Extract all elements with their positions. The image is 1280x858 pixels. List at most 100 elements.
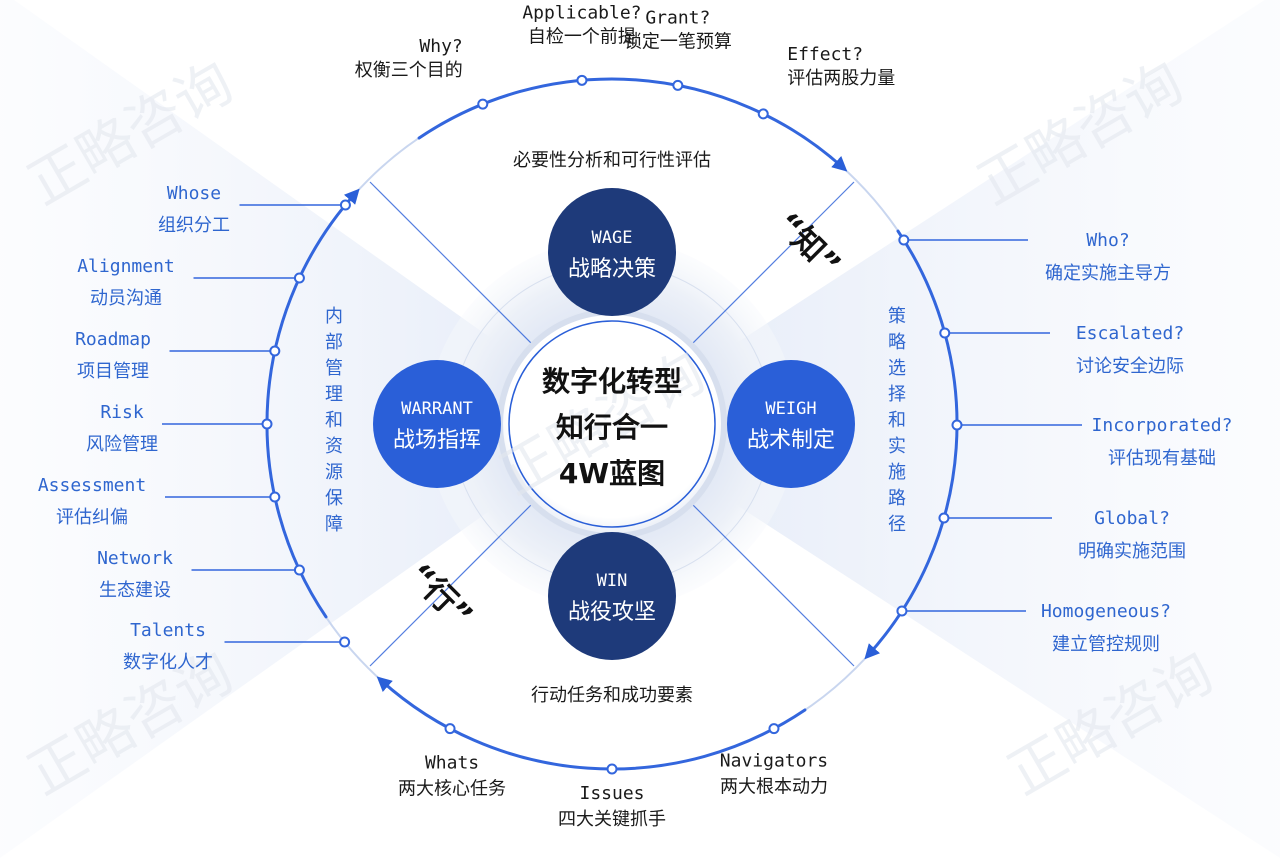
warrant-title: WARRANT — [401, 399, 473, 419]
top-item-2[interactable]: Grant? 锁定一笔预算 — [624, 7, 732, 52]
inner-label-top: 必要性分析和可行性评估 — [513, 150, 711, 171]
bottom-item-dot-1 — [606, 763, 618, 775]
quadrant-wage[interactable]: WAGE 战略决策 — [548, 188, 676, 316]
left-item-dot-6 — [339, 636, 351, 648]
top-item-dot-0 — [477, 98, 489, 110]
bottom-item-en-0: Whats — [425, 753, 479, 774]
center-line-2: 知行合一 — [556, 411, 668, 444]
right-item-4[interactable]: Homogeneous? 建立管控规则 — [906, 601, 1171, 655]
bottom-item-zh-2: 两大根本动力 — [720, 777, 828, 798]
right-item-en-2: Incorporated? — [1092, 415, 1233, 436]
bottom-item-dot-0 — [444, 723, 456, 735]
left-item-en-4: Assessment — [38, 475, 146, 496]
left-item-zh-5: 生态建设 — [99, 580, 171, 601]
quote-zhi: “知” — [769, 205, 848, 284]
quadrant-win[interactable]: WIN 战役攻坚 — [548, 532, 676, 660]
warrant-subtitle: 战场指挥 — [393, 428, 481, 453]
right-item-1[interactable]: Escalated? 讨论安全边际 — [949, 323, 1184, 377]
right-item-zh-3: 明确实施范围 — [1078, 541, 1186, 562]
top-item-0[interactable]: Why? 权衡三个目的 — [355, 36, 463, 81]
left-item-en-5: Network — [97, 548, 173, 569]
right-item-en-4: Homogeneous? — [1041, 601, 1171, 622]
center-line-3: 4W蓝图 — [559, 457, 665, 490]
top-item-3[interactable]: Effect? 评估两股力量 — [787, 44, 895, 89]
right-item-dot-3 — [938, 512, 950, 524]
quadrant-warrant[interactable]: WARRANT 战场指挥 — [373, 360, 501, 488]
right-item-3[interactable]: Global? 明确实施范围 — [948, 508, 1186, 562]
left-item-en-3: Risk — [100, 402, 144, 423]
core-ring — [508, 320, 716, 528]
right-item-dot-0 — [898, 234, 910, 246]
right-item-dot-1 — [939, 327, 951, 339]
top-item-dot-3 — [757, 108, 769, 120]
top-item-en-0: Why? — [419, 36, 462, 57]
top-item-zh-2: 锁定一笔预算 — [624, 31, 732, 52]
left-item-en-2: Roadmap — [75, 329, 151, 350]
bottom-item-2[interactable]: Navigators 两大根本动力 — [720, 751, 828, 798]
top-item-en-2: Grant? — [645, 7, 710, 28]
bottom-item-en-1: Issues — [579, 783, 644, 804]
top-item-1[interactable]: Applicable? 自检一个前提 — [522, 2, 641, 47]
bottom-item-zh-1: 四大关键抓手 — [558, 809, 666, 830]
bottom-item-zh-0: 两大核心任务 — [398, 779, 506, 800]
weigh-title: WEIGH — [765, 399, 816, 419]
right-wedge-shade — [612, 0, 1280, 858]
top-item-zh-0: 权衡三个目的 — [355, 60, 463, 81]
left-item-zh-1: 动员沟通 — [90, 288, 162, 309]
left-item-2[interactable]: Roadmap 项目管理 — [75, 329, 270, 382]
left-item-dot-5 — [293, 564, 305, 576]
top-item-dot-2 — [672, 79, 684, 91]
arc-top — [417, 77, 848, 172]
right-item-zh-2: 评估现有基础 — [1108, 448, 1216, 469]
left-item-1[interactable]: Alignment 动员沟通 — [77, 256, 295, 309]
left-item-en-6: Talents — [130, 620, 206, 641]
bottom-item-dot-2 — [768, 723, 780, 735]
center-line-1: 数字化转型 — [542, 365, 682, 398]
wage-subtitle: 战略决策 — [568, 257, 656, 282]
arc-right — [864, 229, 959, 660]
top-item-zh-1: 自检一个前提 — [528, 26, 636, 47]
left-item-3[interactable]: Risk 风险管理 — [86, 402, 262, 455]
right-item-dot-2 — [951, 419, 963, 431]
top-item-zh-3: 评估两股力量 — [787, 68, 895, 89]
left-wedge-shade — [0, 0, 612, 858]
right-item-en-3: Global? — [1094, 508, 1170, 529]
left-item-zh-2: 项目管理 — [77, 361, 149, 382]
top-item-en-3: Effect? — [787, 44, 863, 65]
right-item-2[interactable]: Incorporated? 评估现有基础 — [961, 415, 1233, 469]
left-item-dot-1 — [293, 272, 305, 284]
left-item-en-1: Alignment — [77, 256, 175, 277]
left-item-zh-6: 数字化人才 — [123, 652, 213, 673]
arc-left — [265, 188, 360, 619]
right-item-dot-4 — [896, 605, 908, 617]
win-title: WIN — [597, 571, 628, 591]
bottom-item-1[interactable]: Issues 四大关键抓手 — [558, 783, 666, 830]
right-item-en-1: Escalated? — [1076, 323, 1184, 344]
quadrant-weigh[interactable]: WEIGH 战术制定 — [727, 360, 855, 488]
left-item-zh-4: 评估纠偏 — [56, 507, 128, 528]
left-item-6[interactable]: Talents 数字化人才 — [123, 620, 340, 673]
right-item-zh-0: 确定实施主导方 — [1045, 263, 1171, 284]
left-item-zh-3: 风险管理 — [86, 434, 158, 455]
top-item-dot-1 — [576, 74, 588, 86]
right-item-en-0: Who? — [1086, 230, 1129, 251]
right-item-zh-4: 建立管控规则 — [1052, 634, 1160, 655]
bottom-item-0[interactable]: Whats 两大核心任务 — [398, 753, 506, 800]
right-item-zh-1: 讨论安全边际 — [1076, 356, 1184, 377]
inner-label-right: 策略选择和实施路径 — [888, 306, 906, 535]
right-item-0[interactable]: Who? 确定实施主导方 — [908, 230, 1171, 284]
inner-label-left: 内部管理和资源保障 — [325, 306, 343, 535]
bottom-item-en-2: Navigators — [720, 751, 828, 772]
left-item-5[interactable]: Network 生态建设 — [97, 548, 295, 601]
arc-bottom — [376, 676, 807, 771]
win-subtitle: 战役攻坚 — [568, 600, 656, 625]
weigh-subtitle: 战术制定 — [747, 428, 835, 453]
left-item-dot-2 — [269, 345, 281, 357]
left-item-dot-4 — [269, 491, 281, 503]
left-item-4[interactable]: Assessment 评估纠偏 — [38, 475, 270, 528]
top-item-en-1: Applicable? — [522, 2, 641, 23]
outer-items: Why? 权衡三个目的 Applicable? 自检一个前提 Grant? 锁定一笔预算 E… — [38, 2, 1233, 830]
